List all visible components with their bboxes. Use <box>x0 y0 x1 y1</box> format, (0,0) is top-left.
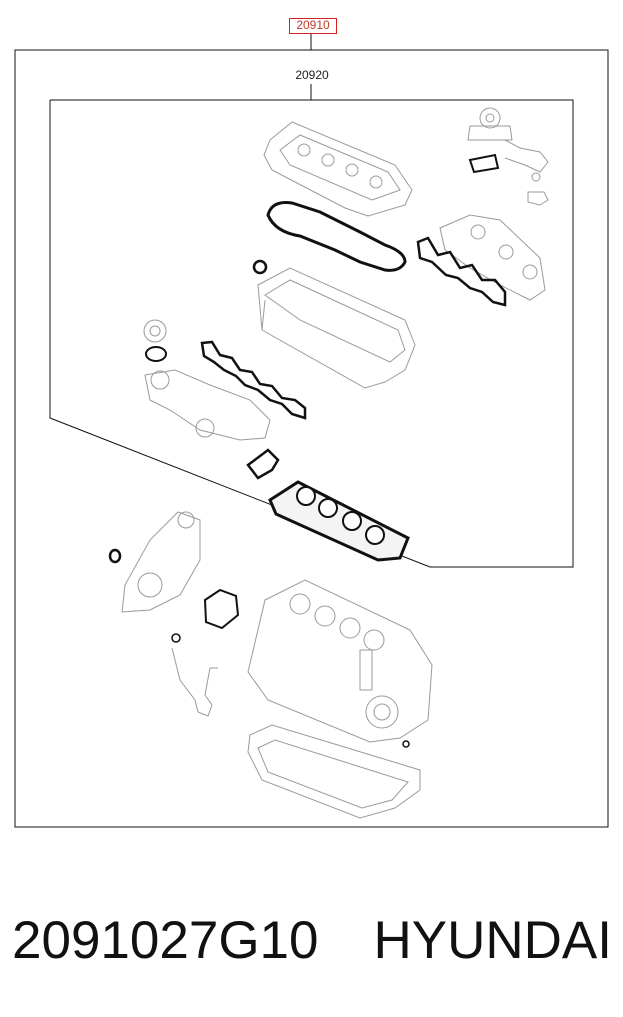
head-cover-gasket <box>266 201 407 272</box>
part-caption: 2091027G10 HYUNDAI <box>12 908 612 972</box>
timing-cover <box>121 511 201 613</box>
cylinder-head <box>257 267 416 389</box>
outer-kit-frame <box>14 49 609 828</box>
o-ring <box>252 259 268 275</box>
oil-pan <box>247 724 421 819</box>
oil-strainer <box>171 633 218 717</box>
exploded-parts-diagram <box>14 33 609 828</box>
brand-name: HYUNDAI <box>373 910 612 970</box>
main-part-callout[interactable]: 20910 <box>289 18 337 34</box>
small-o-ring <box>402 740 410 748</box>
intake-manifold-gasket <box>200 340 307 420</box>
egr-gasket <box>468 153 500 174</box>
engine-block <box>247 579 433 743</box>
sub-part-callout[interactable]: 20920 <box>295 68 329 82</box>
throttle-gasket <box>145 346 167 362</box>
exhaust-manifold-gasket <box>416 236 507 307</box>
water-pump-gasket <box>203 588 240 630</box>
cylinder-head-gasket <box>268 480 410 562</box>
part-number: 2091027G10 <box>12 910 319 970</box>
lower-o-ring <box>108 548 122 564</box>
intake-manifold <box>143 319 271 441</box>
cylinder-head-cover <box>263 121 413 217</box>
inner-kit-frame <box>49 99 574 568</box>
flange-gasket <box>246 448 280 480</box>
exhaust-manifold <box>439 214 546 301</box>
egr-valve-assembly <box>467 107 549 206</box>
